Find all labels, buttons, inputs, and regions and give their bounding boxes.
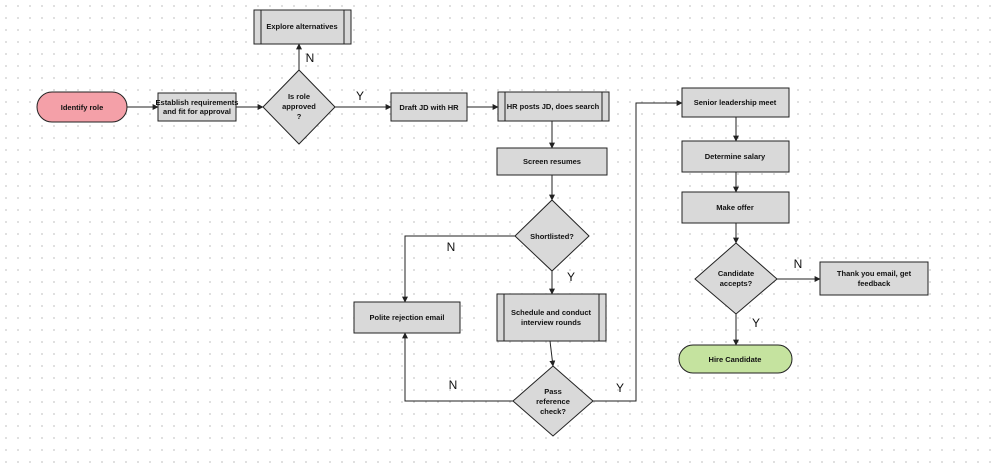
- node-label: Explore alternatives: [266, 22, 337, 31]
- edge-interview-to-reference: [549, 340, 556, 367]
- node-make-offer: Make offer: [681, 191, 790, 224]
- edge-shortlisted-to-rejection: [402, 235, 515, 303]
- node-label-line2: accepts?: [720, 279, 753, 288]
- node-draft-jd: Draft JD with HR: [390, 92, 468, 122]
- node-reference-check-decision: Pass reference check?: [512, 365, 594, 437]
- edge-label-reference-no: N: [449, 378, 458, 392]
- node-label-line2: approved: [282, 102, 316, 111]
- node-label: Draft JD with HR: [399, 103, 459, 112]
- node-schedule-interview: Schedule and conduct interview rounds: [496, 293, 607, 342]
- edge-label-approved-yes: Y: [356, 89, 364, 103]
- edges: [127, 43, 821, 402]
- node-screen-resumes: Screen resumes: [496, 147, 608, 176]
- edge-label-accepts-no: N: [794, 257, 803, 271]
- node-role-approved-decision: Is role approved ?: [262, 69, 336, 145]
- node-label-line2: interview rounds: [521, 318, 581, 327]
- node-label-line1: Pass: [544, 387, 562, 396]
- node-label-line3: ?: [297, 112, 302, 121]
- node-label-line1: Schedule and conduct: [511, 308, 592, 317]
- node-label: Make offer: [716, 203, 754, 212]
- node-candidate-accepts-decision: Candidate accepts?: [694, 242, 778, 315]
- node-hr-posts-jd: HR posts JD, does search: [497, 91, 610, 122]
- node-explore-alternatives: Explore alternatives: [253, 9, 352, 45]
- edge-label-shortlisted-yes: Y: [567, 270, 575, 284]
- node-label-line1: Establish requirements: [156, 98, 239, 107]
- edge-label-shortlisted-no: N: [447, 240, 456, 254]
- node-hire-candidate: Hire Candidate: [678, 344, 793, 374]
- edge-labels: N Y N Y N Y N Y: [306, 51, 803, 395]
- node-label-line2: and fit for approval: [163, 107, 231, 116]
- node-label: HR posts JD, does search: [507, 102, 600, 111]
- node-label-line1: Is role: [288, 92, 310, 101]
- node-senior-leadership-meet: Senior leadership meet: [681, 87, 790, 118]
- node-determine-salary: Determine salary: [681, 140, 790, 173]
- node-label: Screen resumes: [523, 157, 581, 166]
- node-label-line2: feedback: [858, 279, 891, 288]
- node-establish-requirements: Establish requirements and fit for appro…: [156, 92, 239, 122]
- node-label-line1: Candidate: [718, 269, 754, 278]
- node-label: Identify role: [61, 103, 104, 112]
- node-label: Polite rejection email: [369, 313, 444, 322]
- node-label-line2: reference: [536, 397, 570, 406]
- node-label-line1: Thank you email, get: [837, 269, 912, 278]
- node-label: Hire Candidate: [709, 355, 762, 364]
- node-label-line3: check?: [540, 407, 566, 416]
- node-label: Senior leadership meet: [694, 98, 777, 107]
- node-label: Determine salary: [705, 152, 766, 161]
- node-thank-you-email: Thank you email, get feedback: [819, 261, 929, 296]
- node-identify-role: Identify role: [36, 91, 128, 123]
- node-label: Shortlisted?: [530, 232, 574, 241]
- node-polite-rejection-email: Polite rejection email: [353, 301, 461, 334]
- edge-label-accepts-yes: Y: [752, 316, 760, 330]
- edge-label-approved-no: N: [306, 51, 315, 65]
- node-shortlisted-decision: Shortlisted?: [514, 199, 590, 272]
- edge-reference-to-senior: [593, 100, 683, 402]
- edge-reference-to-rejection: [402, 332, 513, 402]
- edge-label-reference-yes: Y: [616, 381, 624, 395]
